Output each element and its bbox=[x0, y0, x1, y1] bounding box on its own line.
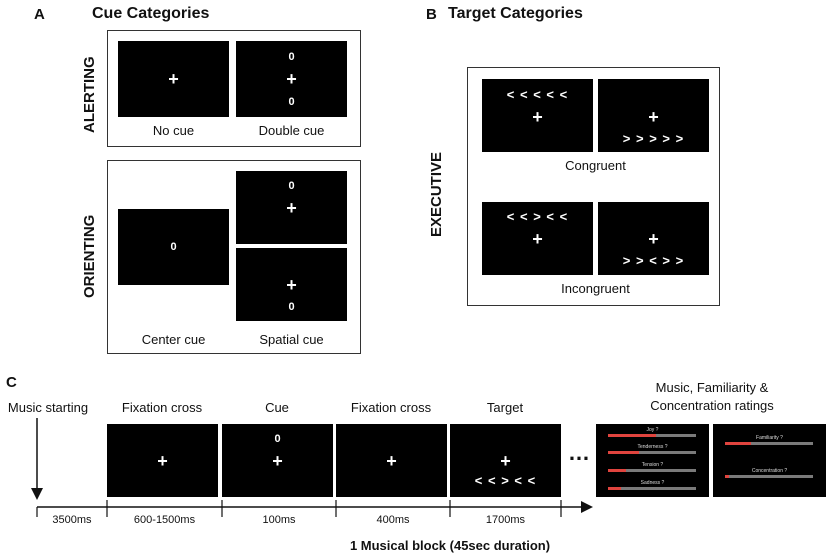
panel-a-title: Cue Categories bbox=[92, 5, 210, 22]
block-caption: 1 Musical block (45sec duration) bbox=[349, 538, 551, 553]
fixation-screen-2: + bbox=[336, 424, 447, 497]
panel-b-letter: B bbox=[426, 6, 437, 23]
target-screen: + < < > < < bbox=[450, 424, 561, 497]
fixation-plus: + bbox=[386, 451, 397, 471]
incongruent-right-screen: + > > < > > bbox=[598, 202, 709, 275]
double-cue-screen: 0 + 0 bbox=[236, 41, 347, 117]
rating-slider bbox=[725, 442, 813, 445]
cue-zero: 0 bbox=[170, 241, 177, 253]
panel-a-letter: A bbox=[34, 6, 45, 23]
cue-zero-bottom: 0 bbox=[288, 301, 295, 313]
congruent-caption: Congruent bbox=[565, 158, 626, 173]
no-cue-caption: No cue bbox=[152, 123, 195, 138]
duration-target: 1700ms bbox=[485, 514, 526, 526]
congruent-left-screen: < < < < < + bbox=[482, 79, 593, 152]
fixation-plus: + bbox=[648, 107, 659, 127]
stage-label-fixation-1: Fixation cross bbox=[121, 400, 203, 415]
panel-c-letter: C bbox=[6, 374, 17, 391]
fixation-screen-1: + bbox=[107, 424, 218, 497]
fixation-plus: + bbox=[272, 451, 283, 471]
center-cue-screen: 0 bbox=[118, 209, 229, 285]
spatial-cue-caption: Spatial cue bbox=[259, 332, 324, 347]
target-arrows: < < > < < bbox=[474, 473, 537, 488]
fixation-plus: + bbox=[286, 198, 297, 218]
stage-label-cue: Cue bbox=[265, 400, 289, 415]
target-arrows: < < > < < bbox=[506, 209, 569, 224]
cue-zero: 0 bbox=[274, 433, 281, 445]
ratings-title-line2: Concentration ratings bbox=[650, 398, 774, 413]
cue-zero-top: 0 bbox=[288, 180, 295, 192]
rating-slider bbox=[608, 451, 696, 454]
fixation-plus: + bbox=[532, 107, 543, 127]
fixation-plus: + bbox=[286, 69, 297, 89]
rating-label: Tension ? bbox=[641, 462, 664, 468]
rating-slider bbox=[608, 434, 696, 437]
rating-label: Sadness ? bbox=[640, 480, 665, 486]
rating-label: Joy ? bbox=[646, 427, 659, 433]
congruent-right-screen: + > > > > > bbox=[598, 79, 709, 152]
rating-slider bbox=[608, 469, 696, 472]
spatial-cue-top-screen: 0 + bbox=[236, 171, 347, 244]
duration-fixation-2: 400ms bbox=[376, 514, 410, 526]
familiarity-rating-screen: Familiarity ? Concentration ? bbox=[713, 424, 826, 497]
spatial-cue-bottom-screen: + 0 bbox=[236, 248, 347, 321]
incongruent-caption: Incongruent bbox=[561, 281, 630, 296]
target-arrows: > > > > > bbox=[622, 131, 685, 146]
ratings-title-line1: Music, Familiarity & bbox=[655, 380, 769, 395]
target-arrows: > > < > > bbox=[622, 253, 685, 268]
duration-fixation-1: 600-1500ms bbox=[133, 514, 196, 526]
fixation-plus: + bbox=[168, 69, 179, 89]
rating-label: Tenderness ? bbox=[637, 444, 668, 450]
panel-b-title: Target Categories bbox=[448, 5, 583, 22]
rating-label: Concentration ? bbox=[751, 468, 788, 474]
rating-slider bbox=[725, 475, 813, 478]
stage-label-target: Target bbox=[486, 400, 524, 415]
incongruent-left-screen: < < > < < + bbox=[482, 202, 593, 275]
ellipsis: … bbox=[568, 440, 590, 465]
rating-label: Familiarity ? bbox=[756, 435, 783, 441]
emotion-rating-screen: Joy ? Tenderness ? Tension ? Sadness ? bbox=[596, 424, 709, 497]
center-cue-caption: Center cue bbox=[141, 332, 206, 347]
double-cue-caption: Double cue bbox=[258, 123, 325, 138]
music-starting-label: Music starting bbox=[7, 400, 89, 415]
stage-label-fixation-2: Fixation cross bbox=[350, 400, 432, 415]
fixation-plus: + bbox=[648, 229, 659, 249]
cue-zero-bottom: 0 bbox=[288, 96, 295, 108]
fixation-plus: + bbox=[157, 451, 168, 471]
target-arrows: < < < < < bbox=[506, 87, 569, 102]
fixation-plus: + bbox=[500, 451, 511, 471]
duration-music: 3500ms bbox=[52, 514, 92, 526]
fixation-plus: + bbox=[532, 229, 543, 249]
cue-screen: 0 + bbox=[222, 424, 333, 497]
duration-cue: 100ms bbox=[262, 514, 296, 526]
rating-slider bbox=[608, 487, 696, 490]
no-cue-screen: + bbox=[118, 41, 229, 117]
cue-zero-top: 0 bbox=[288, 51, 295, 63]
fixation-plus: + bbox=[286, 275, 297, 295]
